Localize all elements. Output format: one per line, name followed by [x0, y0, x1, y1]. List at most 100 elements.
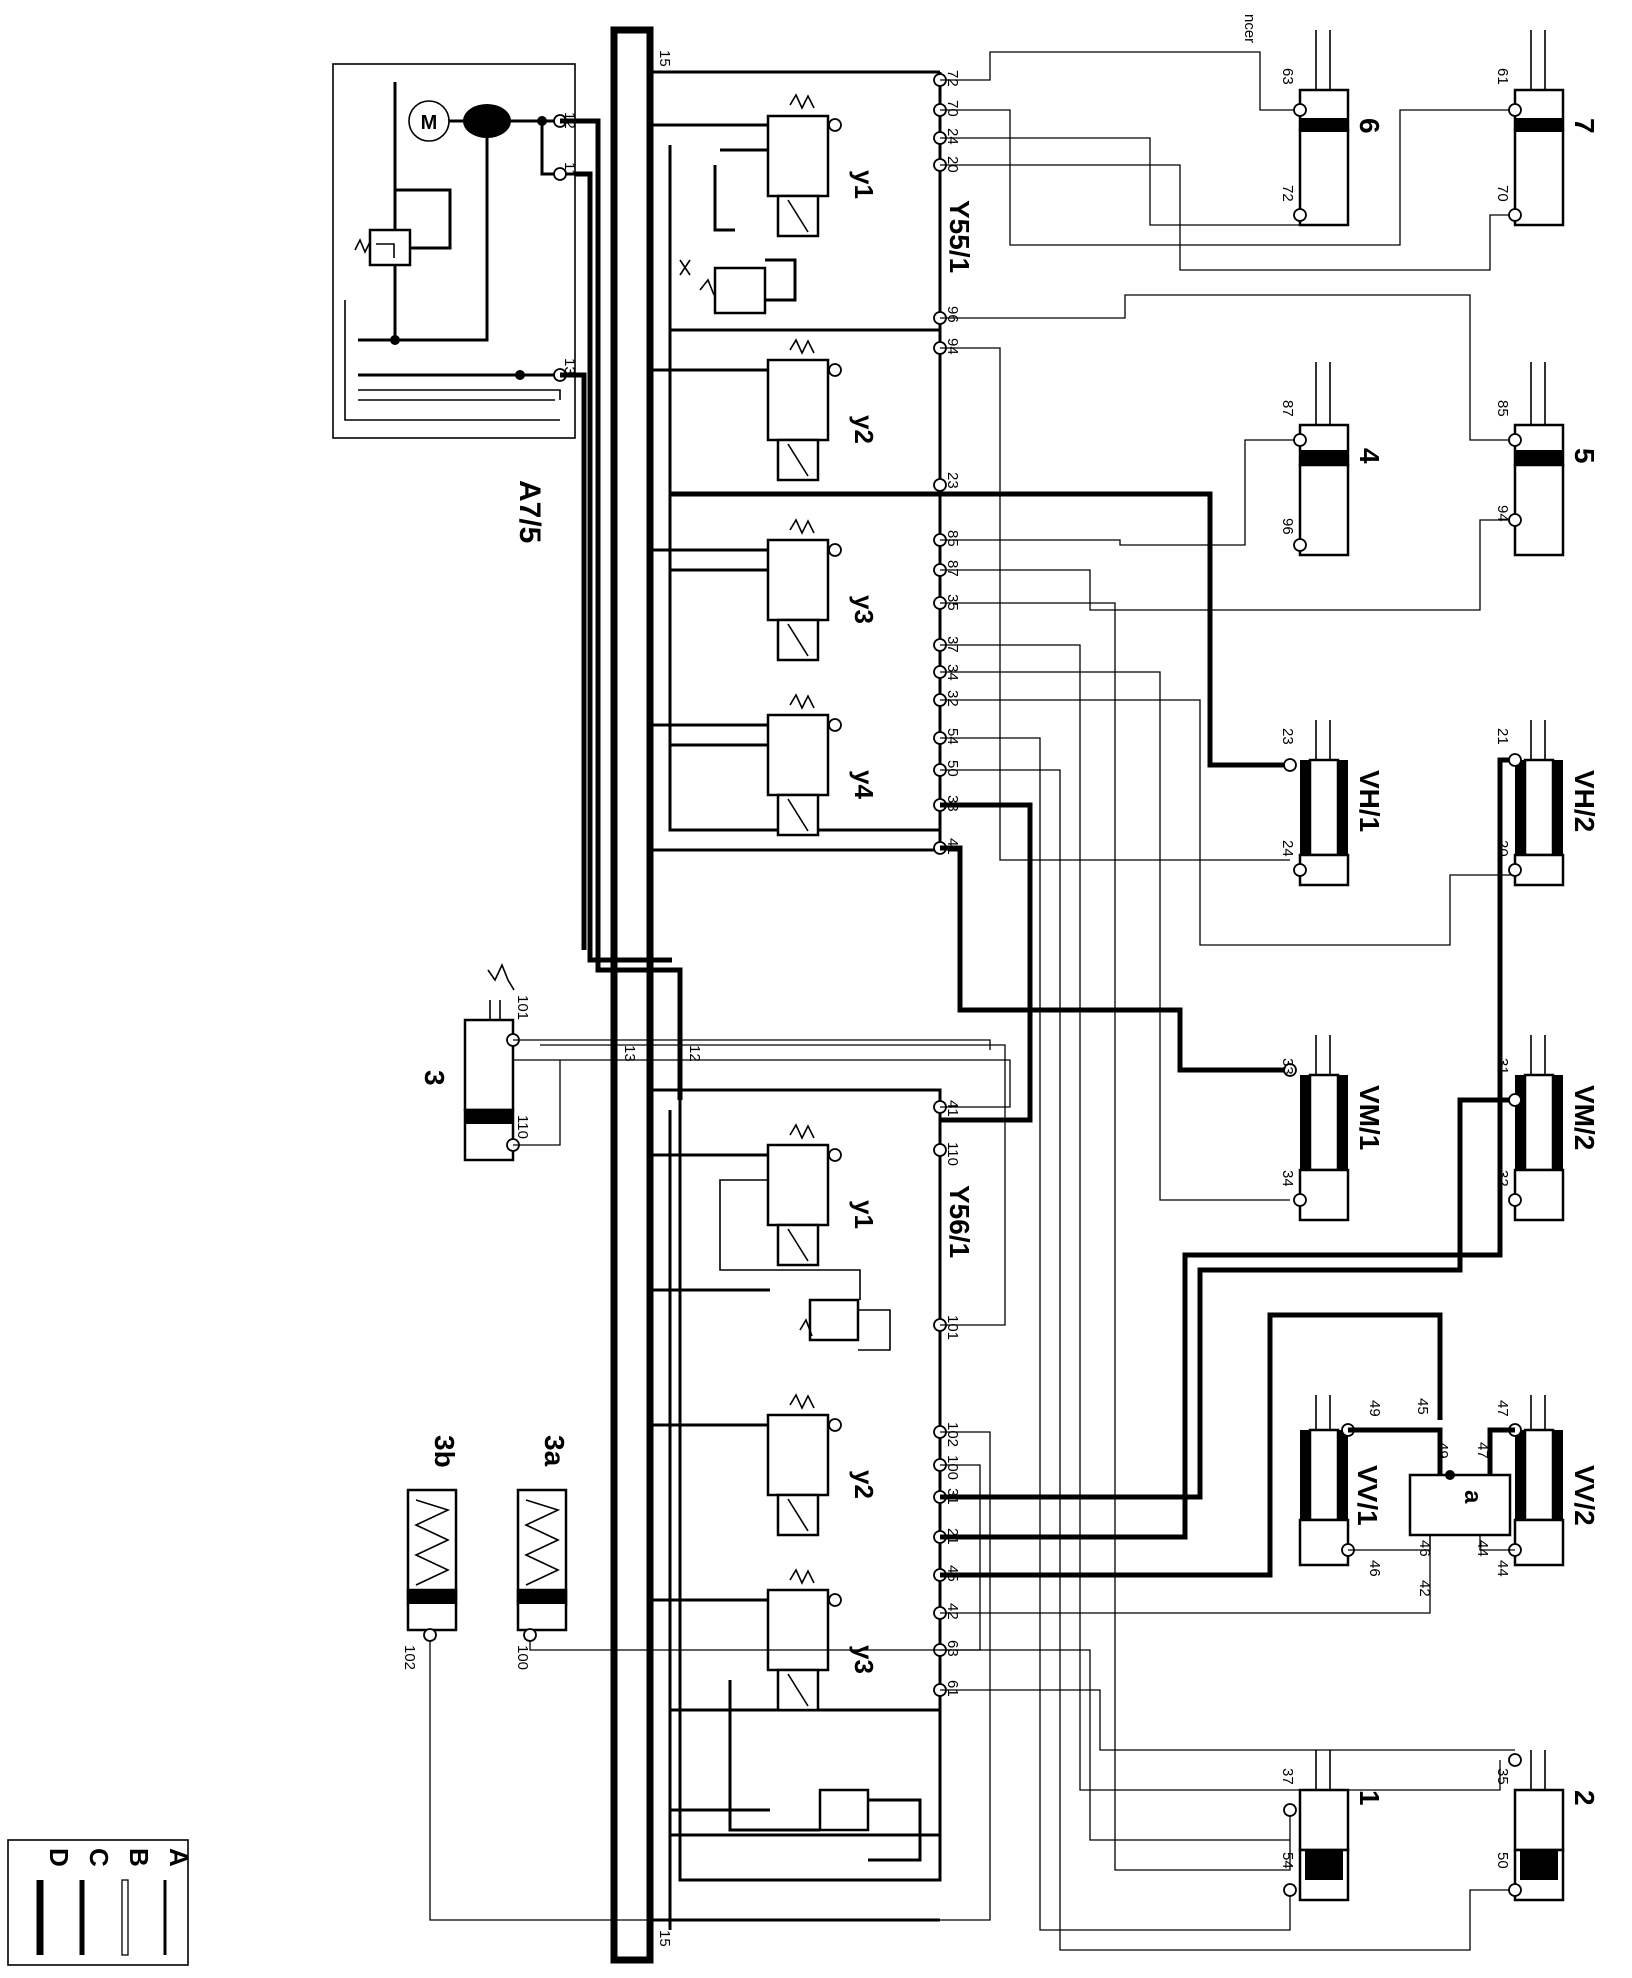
- valve-y55-y4[interactable]: y4: [766, 693, 879, 837]
- cylinder-1: 37 54 1: [1279, 1750, 1385, 1902]
- label-y55-1: Y55/1: [944, 200, 975, 273]
- label-junction-a: a: [1459, 1490, 1486, 1504]
- port-junction-42: 42: [1416, 1580, 1433, 1597]
- label-vv-1: VV/1: [1352, 1465, 1383, 1526]
- valve-y55-y3[interactable]: y3: [766, 518, 879, 662]
- power-lines: [670, 491, 1515, 1578]
- port-a7-11: 11: [561, 162, 578, 178]
- port-c6-63: 63: [1279, 68, 1296, 85]
- port-c3b-102: 102: [401, 1645, 418, 1670]
- label-cylinder-7: 7: [1569, 118, 1600, 134]
- pump-icon: [463, 104, 511, 138]
- pressure-relief-valve-y55: [713, 266, 767, 315]
- port-c5-94: 94: [1494, 505, 1511, 522]
- port-y55-20: 20: [944, 156, 961, 173]
- cylinder-vh-1: 23 24 VH/1: [1279, 720, 1385, 887]
- port-vm2-32: 32: [1494, 1170, 1511, 1187]
- port-y56-13: 13: [621, 1045, 638, 1062]
- port-y55-85: 85: [944, 530, 961, 547]
- label-cylinder-4: 4: [1354, 448, 1385, 464]
- cylinder-vv-2: 47 44 VV/2: [1494, 1395, 1600, 1577]
- port-junction-46: 46: [1416, 1540, 1433, 1557]
- port-vv1-49: 49: [1366, 1400, 1383, 1417]
- port-vh2-21: 21: [1494, 728, 1511, 745]
- valve-y56-y2[interactable]: y2: [766, 1393, 879, 1537]
- port-y56-42: 42: [944, 1603, 961, 1620]
- valve-y55-y2[interactable]: y2: [766, 338, 879, 482]
- port-y56-61: 61: [944, 1680, 961, 1697]
- valve-y55-y1[interactable]: y1: [766, 93, 879, 238]
- label-y56-y3: y3: [849, 1645, 879, 1674]
- line-type-legend: A B C D: [7, 1839, 194, 1966]
- port-c3a-100: 100: [514, 1645, 531, 1670]
- valve-y56-y1[interactable]: y1: [766, 1123, 879, 1267]
- valve-y56-y3[interactable]: y3: [766, 1568, 879, 1712]
- legend-key-c: C: [84, 1848, 114, 1867]
- label-cylinder-2: 2: [1569, 1790, 1600, 1806]
- legend-a: A: [163, 1848, 194, 1955]
- cylinder-5: 85 94 5: [1494, 362, 1600, 557]
- port-c6-72: 72: [1279, 185, 1296, 202]
- label-cylinder-3a: 3a: [539, 1435, 570, 1467]
- legend-key-a: A: [164, 1848, 194, 1867]
- port-vh2-20: 20: [1494, 840, 1511, 857]
- port-y55-54: 54: [944, 728, 961, 745]
- pressure-relief-valve-y56: [808, 1298, 860, 1342]
- legend-line-b: [121, 1879, 129, 1956]
- port-vh1-24: 24: [1279, 840, 1296, 857]
- pressure-relief-valve-y56-2: [818, 1788, 870, 1832]
- port-c5-85: 85: [1494, 400, 1511, 417]
- label-cylinder-6: 6: [1354, 118, 1385, 134]
- pump-unit-a7-5: M 12 11 13 A7/5: [332, 63, 578, 543]
- label-vm-2: VM/2: [1569, 1085, 1600, 1150]
- port-y55-35: 35: [944, 594, 961, 611]
- port-c2-50: 50: [1494, 1852, 1511, 1869]
- port-vm1-33: 33: [1279, 1058, 1296, 1075]
- port-vm2-31: 31: [1494, 1058, 1511, 1075]
- port-y55-24: 24: [944, 128, 961, 145]
- port-vv2-47: 47: [1494, 1400, 1511, 1417]
- port-y56-100: 100: [944, 1455, 961, 1480]
- cylinder-3b: 102 3b: [401, 1435, 460, 1670]
- port-vh1-23: 23: [1279, 728, 1296, 745]
- port-y55-23: 23: [944, 472, 961, 489]
- label-cylinder-1: 1: [1354, 1790, 1385, 1806]
- signal-lines: [429, 51, 1515, 1951]
- cylinder-vm-2: 31 32 VM/2: [1494, 1035, 1600, 1222]
- port-c3-101: 101: [514, 995, 531, 1020]
- cylinder-vh-2: 21 20 VH/2: [1494, 720, 1600, 887]
- port-a7-13: 13: [561, 358, 578, 375]
- label-y55-y1: y1: [849, 170, 879, 199]
- legend-key-b: B: [124, 1848, 154, 1867]
- port-y55-50: 50: [944, 760, 961, 777]
- legend-b: B: [121, 1848, 154, 1956]
- port-y56-101: 101: [944, 1315, 961, 1340]
- port-c1-54: 54: [1279, 1852, 1296, 1869]
- cylinder-vv-1: 49 46 VV/1: [1298, 1395, 1383, 1577]
- main-pressure-lines: [560, 26, 942, 1964]
- port-y56-102: 102: [944, 1422, 961, 1447]
- label-a7-5: A7/5: [513, 480, 546, 543]
- port-y55-96: 96: [944, 306, 961, 323]
- port-junction-47: 47: [1474, 1442, 1491, 1459]
- label-cylinder-5: 5: [1569, 448, 1600, 464]
- legend-key-d: D: [44, 1848, 74, 1867]
- port-vv2-44: 44: [1494, 1560, 1511, 1577]
- cylinder-3a: 100 3a: [514, 1435, 570, 1670]
- label-cylinder-3: 3: [419, 1070, 450, 1086]
- port-c4-96: 96: [1279, 518, 1296, 535]
- port-c7-70: 70: [1494, 185, 1511, 202]
- port-vm1-34: 34: [1279, 1170, 1296, 1187]
- port-junction-45: 45: [1414, 1398, 1431, 1415]
- port-y55-37: 37: [944, 636, 961, 653]
- port-y55-15: 15: [656, 50, 673, 67]
- legend-d: D: [36, 1848, 74, 1955]
- port-c2-35: 35: [1494, 1768, 1511, 1785]
- legend-c: C: [79, 1848, 114, 1955]
- label-y56-y1: y1: [849, 1200, 879, 1229]
- cylinder-vm-1: 33 34 VM/1: [1279, 1035, 1385, 1222]
- label-cylinder-3b: 3b: [429, 1435, 460, 1468]
- port-y55-87: 87: [944, 560, 961, 577]
